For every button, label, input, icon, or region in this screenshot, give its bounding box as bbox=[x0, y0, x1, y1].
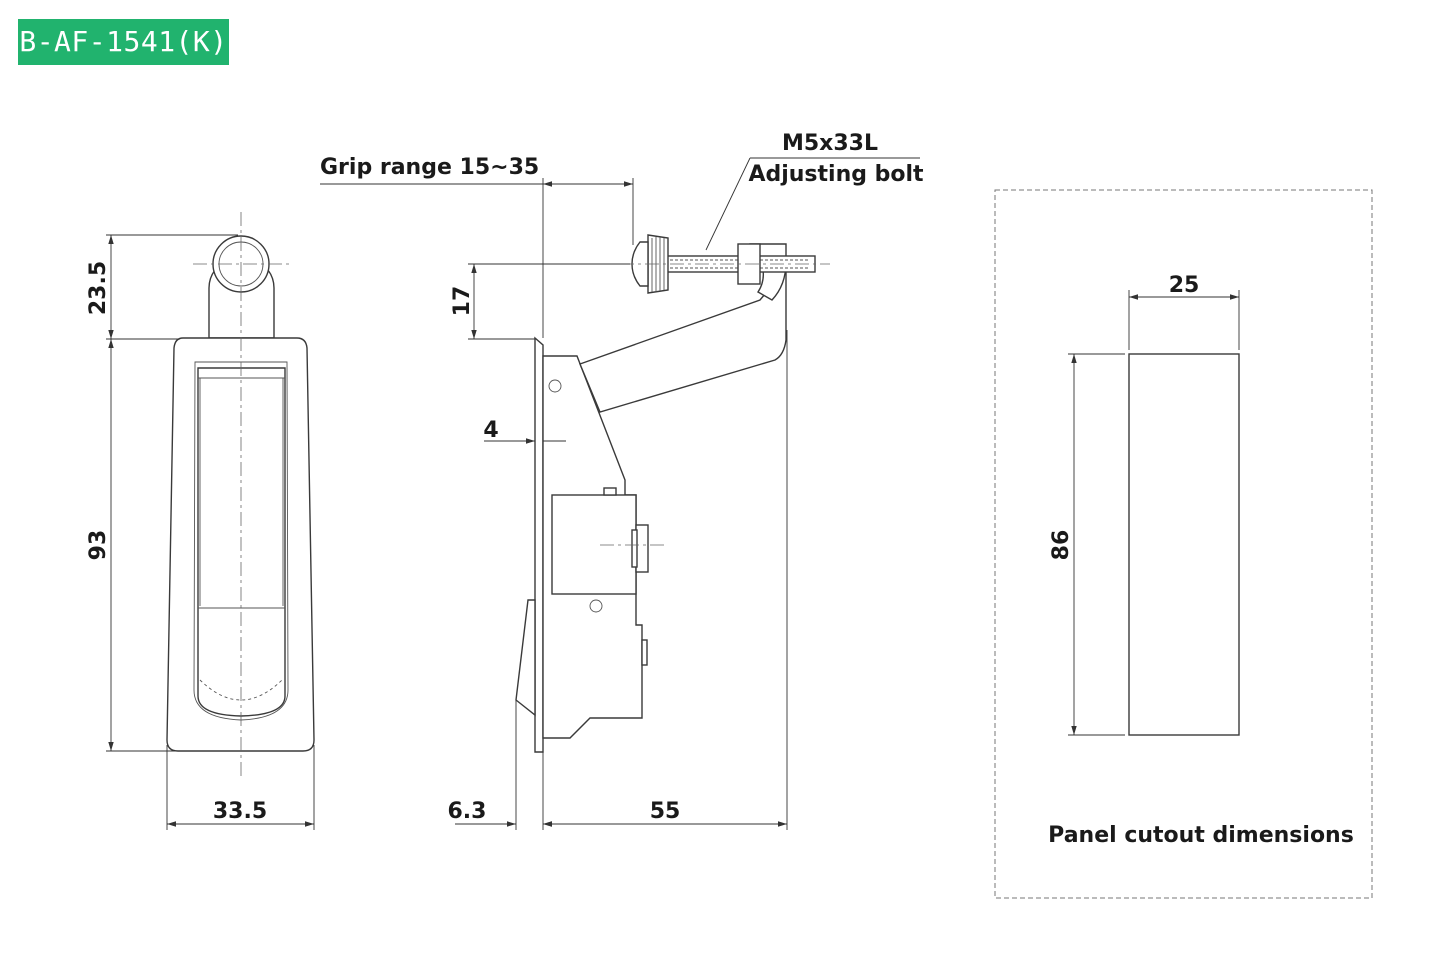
side-flange bbox=[534, 336, 544, 753]
dim-label-17: 17 bbox=[450, 286, 475, 317]
bolt-leader-line bbox=[705, 157, 751, 251]
side-nut bbox=[635, 524, 649, 573]
model-code-badge: B-AF-1541(K) bbox=[18, 19, 229, 65]
side-view: Grip range 15~35 M5x33L Adjusting bolt 1… bbox=[320, 131, 924, 830]
panel-cutout-view: 25 86 Panel cutout dimensions bbox=[994, 189, 1373, 899]
dim-label-23-5: 23.5 bbox=[86, 261, 111, 315]
dim-label-25: 25 bbox=[1169, 273, 1200, 298]
dim-label-33-5: 33.5 bbox=[213, 799, 267, 824]
front-handle bbox=[197, 367, 286, 717]
dim-label-55: 55 bbox=[650, 799, 681, 824]
dim-label-6-3: 6.3 bbox=[448, 799, 487, 824]
bolt-spec-label: M5x33L bbox=[782, 131, 878, 156]
grip-range-label: Grip range 15~35 bbox=[320, 155, 539, 180]
front-view: 23.5 93 33.5 bbox=[86, 212, 315, 830]
dim-label-86: 86 bbox=[1049, 530, 1074, 561]
dim-label-93: 93 bbox=[86, 530, 111, 561]
cutout-rectangle bbox=[1128, 353, 1240, 736]
cutout-caption: Panel cutout dimensions bbox=[1048, 823, 1354, 848]
side-handle-tip bbox=[515, 599, 536, 717]
bolt-name-label: Adjusting bolt bbox=[748, 162, 924, 187]
side-bracket bbox=[551, 494, 637, 595]
dim-label-4: 4 bbox=[483, 418, 498, 443]
cutout-frame bbox=[994, 189, 1373, 899]
